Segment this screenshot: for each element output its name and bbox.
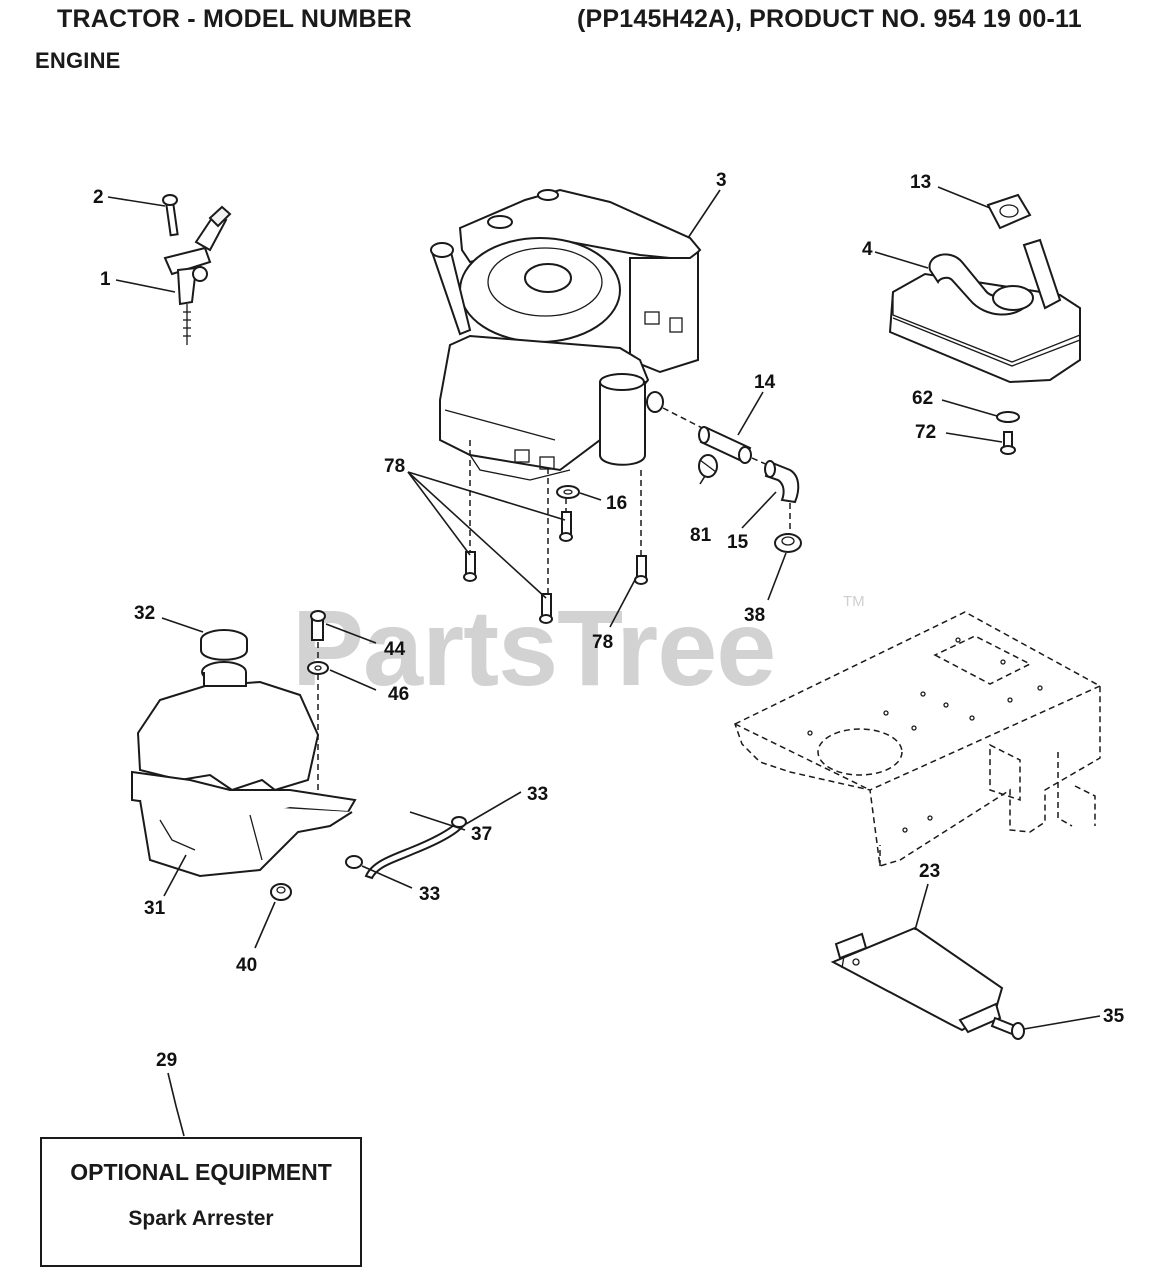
fuel-tank-part[interactable]	[131, 661, 357, 878]
callout-44: 44	[384, 639, 406, 660]
callout-13: 13	[910, 172, 931, 193]
muffler-part[interactable]	[888, 238, 1081, 384]
callout-78-lower: 78	[592, 632, 613, 653]
callout-16: 16	[606, 493, 627, 514]
callout-81: 81	[690, 525, 712, 546]
callout-72: 72	[915, 422, 936, 443]
bushing-part[interactable]	[698, 454, 718, 478]
engine-mount-bolts[interactable]	[463, 511, 648, 624]
callout-29: 29	[156, 1050, 177, 1071]
oil-drain-tube-part[interactable]	[698, 426, 771, 467]
tank-washer-part[interactable]	[307, 661, 329, 675]
fuel-line-clamp-upper[interactable]	[451, 816, 467, 828]
callout-32: 32	[134, 603, 155, 624]
watermark-text: PartsTree	[292, 587, 775, 708]
callout-15: 15	[727, 532, 749, 553]
callout-37: 37	[471, 824, 492, 845]
callout-35: 35	[1103, 1006, 1125, 1027]
muffler-washer-part[interactable]	[996, 411, 1020, 423]
fuel-cap-part[interactable]	[200, 629, 248, 661]
callout-23: 23	[919, 861, 940, 882]
diagram-title-model: TRACTOR - MODEL NUMBER	[57, 5, 412, 33]
muffler-gasket-part[interactable]	[986, 193, 1032, 230]
callout-1: 1	[100, 269, 111, 290]
fuel-line-part[interactable]	[364, 820, 465, 880]
tank-screw-part[interactable]	[310, 610, 326, 641]
callout-62: 62	[912, 388, 933, 409]
section-label: ENGINE	[35, 48, 121, 73]
optional-equipment-box: OPTIONAL EQUIPMENT Spark Arrester	[40, 1137, 362, 1267]
optional-equipment-title: OPTIONAL EQUIPMENT	[70, 1159, 332, 1185]
tank-grommet-part[interactable]	[270, 883, 292, 901]
plate-bolt-part[interactable]	[990, 1016, 1025, 1040]
engine-plate-part[interactable]	[830, 926, 1004, 1034]
watermark-tm: TM	[843, 593, 865, 610]
diagram-title-product: (PP145H42A), PRODUCT NO. 954 19 00-11	[577, 5, 1082, 33]
optional-equipment-item[interactable]: Spark Arrester	[128, 1207, 274, 1230]
callout-38: 38	[744, 605, 765, 626]
callout-78-upper: 78	[384, 456, 405, 477]
callout-2: 2	[93, 187, 104, 208]
drain-cap-part[interactable]	[774, 533, 802, 553]
callout-31: 31	[144, 898, 166, 919]
callout-3: 3	[716, 170, 727, 191]
callout-14: 14	[754, 372, 776, 393]
callout-4: 4	[862, 239, 873, 260]
callout-33-lower: 33	[419, 884, 440, 905]
drain-elbow-part[interactable]	[764, 460, 800, 532]
callout-40: 40	[236, 955, 257, 976]
tractor-frame-reference	[734, 611, 1101, 867]
callout-33-upper: 33	[527, 784, 548, 805]
callout-46: 46	[388, 684, 409, 705]
engine-part[interactable]	[430, 188, 711, 481]
fuel-line-clamp-lower[interactable]	[345, 855, 363, 869]
spacer-washer-part[interactable]	[556, 485, 580, 499]
muffler-bolt-part[interactable]	[1000, 431, 1016, 455]
throttle-control-part[interactable]	[162, 194, 232, 345]
